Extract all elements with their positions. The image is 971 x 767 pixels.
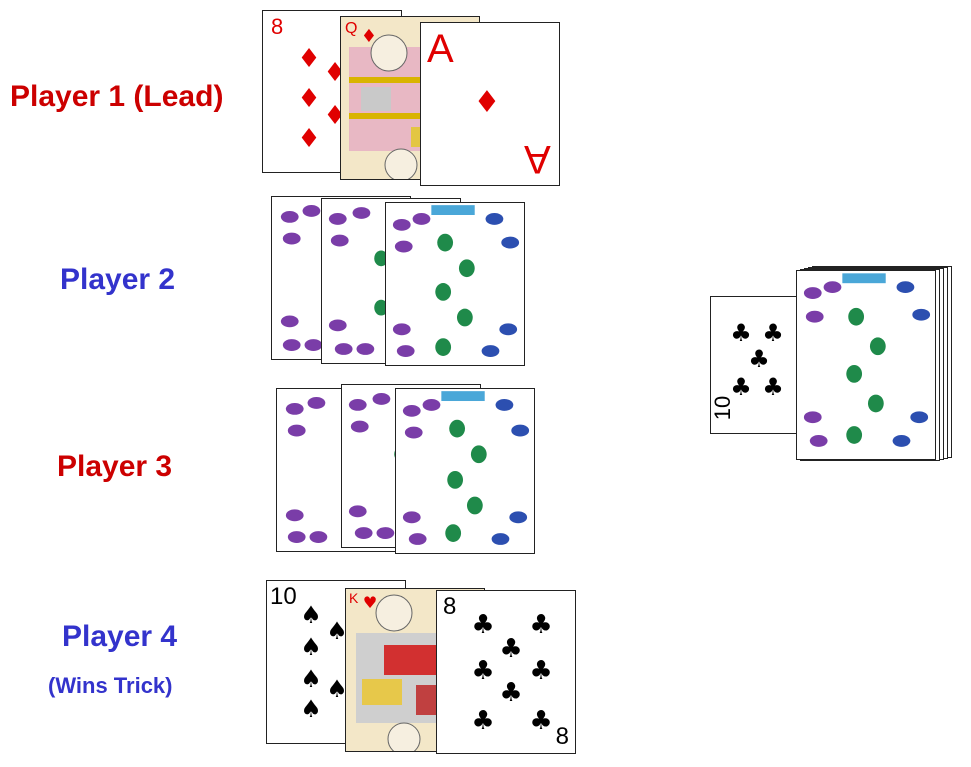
club-icon: ♣: [730, 373, 752, 401]
diamond-icon: ♦: [297, 124, 321, 154]
club-icon: ♣: [471, 610, 495, 640]
club-icon: ♣: [499, 678, 523, 708]
club-icon: ♣: [471, 656, 495, 686]
card-back[interactable]: [395, 388, 535, 554]
club-icon: ♣: [762, 319, 784, 347]
card-rank: 10: [270, 583, 297, 610]
club-icon: ♣: [762, 373, 784, 401]
upcard-10-clubs[interactable]: ♣ ♣ ♣ ♣ ♣ 10: [710, 296, 800, 434]
spade-icon: ♠: [300, 601, 322, 629]
spade-icon: ♠: [326, 617, 348, 645]
player-2-label: Player 2: [60, 263, 176, 296]
card-back-pattern-icon: [392, 205, 520, 357]
club-icon: ♣: [730, 319, 752, 347]
spade-icon: ♠: [300, 665, 322, 693]
club-icon: ♣: [748, 345, 770, 373]
club-icon: ♣: [529, 610, 553, 640]
player-3-label: Player 3: [57, 450, 173, 483]
diamond-icon: ♦: [473, 85, 501, 120]
card-back-pattern-icon: [280, 205, 323, 351]
card-rank: 8: [443, 593, 457, 620]
player-4-note: (Wins Trick): [48, 673, 173, 698]
card-rank: A: [427, 27, 454, 71]
heart-icon: ♥: [362, 593, 378, 612]
card-back-pattern-icon: [803, 273, 931, 447]
card-back-pattern-icon: [328, 207, 389, 355]
card-back-pattern-icon: [402, 391, 530, 545]
diamond-icon: ♦: [360, 26, 378, 47]
card-rank: K: [349, 590, 359, 606]
card-rank: Q: [345, 20, 358, 37]
player-1-label: Player 1 (Lead): [10, 80, 224, 113]
card-rank: 8: [271, 14, 284, 39]
diamond-icon: ♦: [297, 44, 321, 74]
card-rank-bottom: 8: [555, 723, 569, 750]
card-8-clubs[interactable]: 8 ♣ ♣ ♣ ♣ ♣ ♣ ♣ ♣ 8: [436, 590, 576, 754]
spade-icon: ♠: [300, 695, 322, 723]
club-icon: ♣: [499, 634, 523, 664]
card-rank-inverted: A: [524, 137, 551, 181]
club-icon: ♣: [529, 656, 553, 686]
spade-icon: ♠: [326, 675, 348, 703]
card-rank-rotated: 10: [710, 395, 736, 421]
club-icon: ♣: [471, 706, 495, 736]
king-portrait-icon: [356, 594, 476, 751]
card-back-pattern-icon: [285, 397, 328, 543]
stock-pile[interactable]: [796, 270, 936, 460]
diamond-icon: ♦: [297, 84, 321, 114]
player-4-label: Player 4: [62, 620, 178, 653]
club-icon: ♣: [529, 706, 553, 736]
card-back[interactable]: [385, 202, 525, 366]
spade-icon: ♠: [300, 633, 322, 661]
card-ace-diamonds[interactable]: A ♦ A: [420, 22, 560, 186]
